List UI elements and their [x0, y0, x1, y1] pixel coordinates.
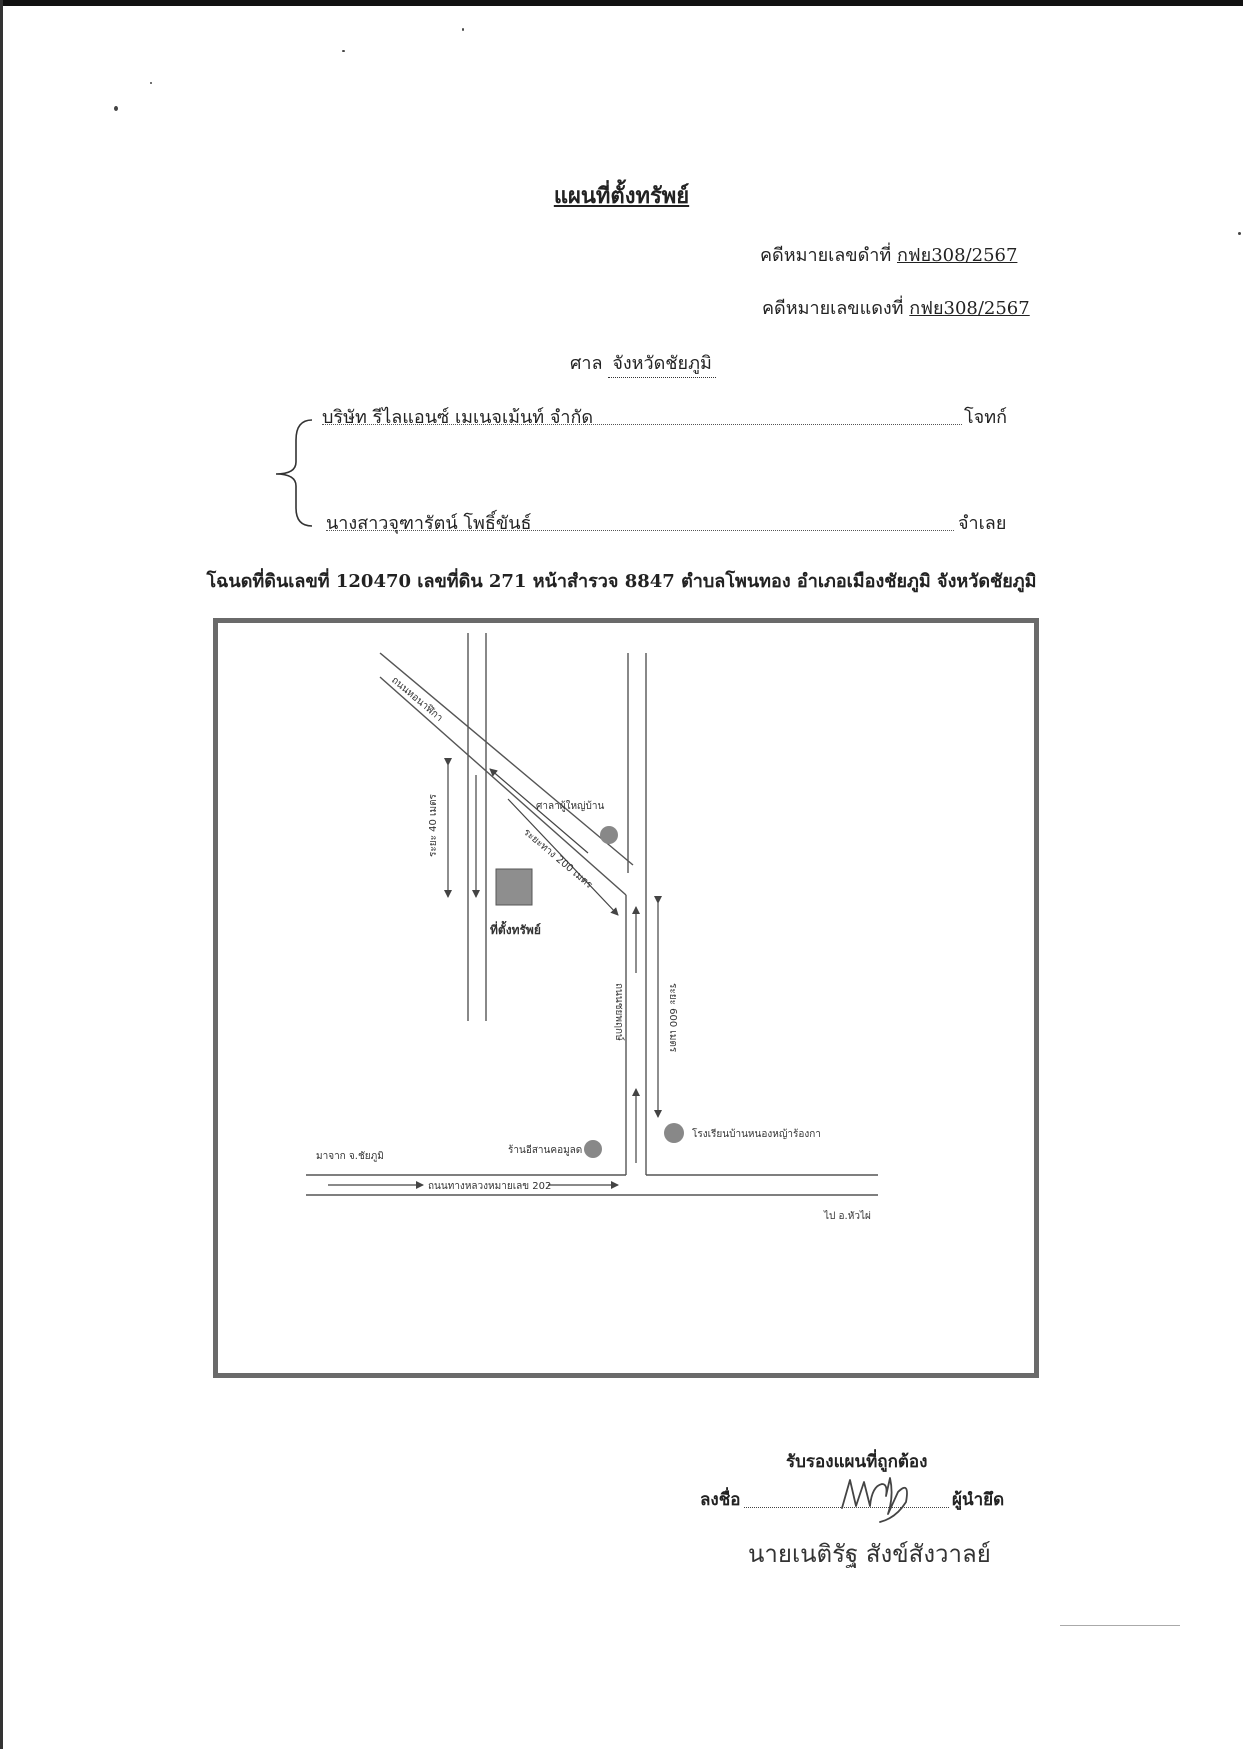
deed-description: โฉนดที่ดินเลขที่ 120470 เลขที่ดิน 271 หน…	[206, 571, 1037, 592]
signer-name: นายเนติรัฐ สังข์สังวาลย์	[748, 1540, 991, 1568]
handwritten-signature	[841, 1477, 908, 1523]
school-marker	[664, 1123, 684, 1143]
black-case-number: คดีหมายเลขดำที่ กฟย308/2567	[760, 240, 1017, 269]
road-diagonal-edge-a	[379, 652, 634, 866]
scan-edge-top	[0, 0, 1243, 6]
arrow-diag-up	[489, 768, 589, 854]
label-road-diagonal: ถนนหอนาฬิกา	[389, 674, 445, 724]
black-case-value: กฟย308/2567	[897, 245, 1018, 266]
scan-edge-left	[0, 0, 3, 1749]
shop-marker	[584, 1140, 602, 1158]
label-shop: ร้านอีสานคอมูลด	[508, 1144, 582, 1156]
plaintiff-role: โจทก์	[964, 407, 1007, 428]
footer-rule	[1060, 1625, 1180, 1626]
black-case-label: คดีหมายเลขดำที่	[760, 245, 892, 266]
scan-speck	[462, 28, 464, 31]
label-dist-right: ระยะ 600 เมตร	[667, 983, 678, 1053]
court-label: ศาล	[570, 353, 603, 374]
label-road-vertical: ถนนชยพฤกษ์	[613, 983, 625, 1041]
sign-label: ลงชื่อ	[700, 1490, 741, 1510]
defendant-role: จำเลย	[958, 513, 1007, 534]
village-hall-marker	[600, 826, 618, 844]
scan-speck	[114, 106, 118, 111]
signer-role: ผู้นำยึด	[952, 1490, 1005, 1510]
signature-line	[744, 1507, 949, 1508]
certification-title: รับรองแผนที่ถูกต้อง	[786, 1452, 928, 1472]
road-diagonal-edge-b	[379, 676, 627, 896]
label-from: มาจาก จ.ชัยภูมิ	[316, 1151, 384, 1162]
label-village-hall: ศาลาผู้ใหญ่บ้าน	[536, 800, 605, 812]
label-to: ไป อ.หัวไผ่	[823, 1210, 871, 1222]
scan-speck	[150, 82, 152, 84]
defendant-dotted-line	[326, 530, 954, 531]
label-property: ที่ตั้งทรัพย์	[490, 920, 541, 937]
map-drawing: ถนนหอนาฬิกา ระยะ 40 เมตร ระยะทาง 200 เมต…	[306, 633, 878, 1222]
plaintiff-name: บริษัท รีไลแอนซ์ เมเนจเม้นท์ จำกัด	[322, 407, 594, 428]
label-dist-left: ระยะ 40 เมตร	[428, 793, 439, 857]
label-school: โรงเรียนบ้านหนองหญ้าร้องกา	[692, 1127, 821, 1140]
court-name: จังหวัดชัยภูมิ	[608, 348, 716, 378]
red-case-value: กฟย308/2567	[909, 298, 1030, 319]
arrow-diag-down	[507, 798, 619, 916]
red-case-number: คดีหมายเลขแดงที่ กฟย308/2567	[762, 293, 1030, 322]
scan-speck	[342, 50, 345, 52]
plaintiff-dotted-line	[322, 424, 962, 425]
document-title: แผนที่ตั้งทรัพย์	[553, 183, 690, 209]
label-highway: ถนนทางหลวงหมายเลข 202	[428, 1181, 551, 1192]
court: ศาล จังหวัดชัยภูมิ	[570, 348, 716, 378]
scan-speck	[1238, 232, 1241, 235]
property-marker	[495, 868, 533, 906]
defendant-name: นางสาวจุฑารัตน์ โพธิ์ขันธ์	[326, 513, 532, 534]
property-map: ถนนหอนาฬิกา ระยะ 40 เมตร ระยะทาง 200 เมต…	[213, 618, 1039, 1378]
red-case-label: คดีหมายเลขแดงที่	[762, 298, 904, 319]
